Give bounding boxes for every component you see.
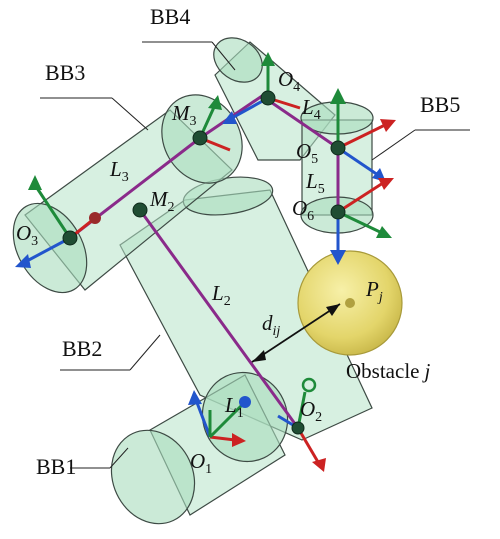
pj-label: Pj (365, 277, 383, 305)
o2-label: O2 (300, 397, 322, 425)
frame-o4 (222, 52, 301, 124)
bb3-label: BB3 (45, 60, 85, 85)
frame-o2 (277, 377, 326, 472)
leader-lines (40, 41, 470, 469)
m2-label: M2 (149, 187, 175, 215)
frame-m2 (132, 202, 148, 218)
bb1-label: BB1 (36, 454, 76, 479)
l1-label: L1 (224, 393, 244, 421)
bb4-label: BB4 (150, 4, 190, 29)
frame-o3 (15, 175, 101, 268)
frame-o6 (330, 178, 394, 265)
obstacle-sphere (297, 250, 403, 356)
frame-o1 (188, 390, 251, 447)
bb2-label: BB2 (62, 336, 102, 361)
l3-label: L3 (109, 157, 129, 185)
o6-label: O6 (292, 196, 314, 224)
o3-label: O3 (16, 221, 38, 249)
o1-label: O1 (190, 449, 212, 477)
l4-label: L4 (301, 95, 321, 123)
distance-arrow (251, 303, 341, 363)
bb1-cylinder (110, 371, 289, 525)
l2-label: L2 (211, 281, 231, 309)
o4-label: O4 (278, 67, 300, 95)
frame-m3 (192, 95, 231, 152)
dij-label: dij (262, 311, 280, 339)
m3-label: M3 (171, 101, 197, 129)
o5-label: O5 (296, 139, 318, 167)
bb5-label: BB5 (420, 92, 460, 117)
l5-label: L5 (305, 169, 325, 197)
